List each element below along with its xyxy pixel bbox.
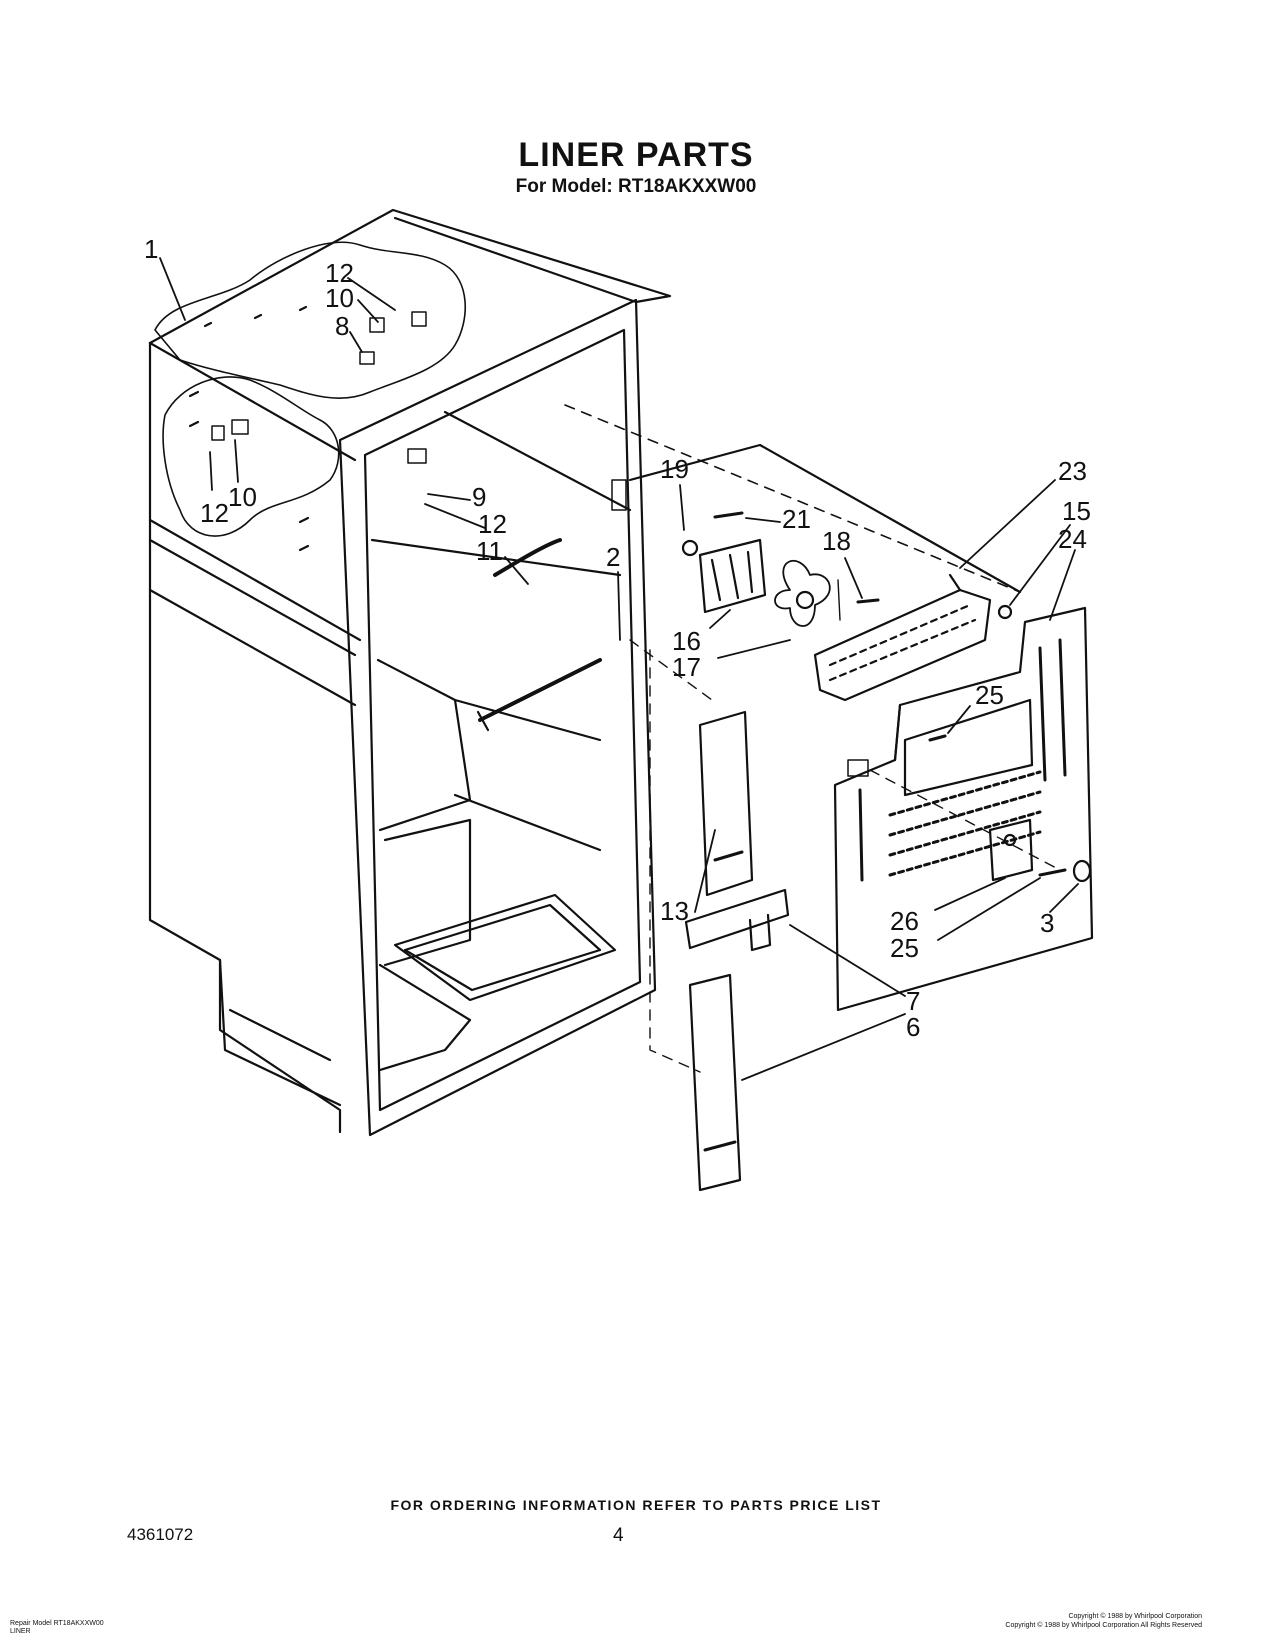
callout-3: 3 [1040,908,1054,938]
callout-2: 2 [606,542,620,572]
callout-1: 1 [144,234,158,264]
model-subtitle: For Model: RT18AKXXW00 [515,176,757,197]
callout-26: 26 [890,906,919,936]
callout-12-left: 12 [200,498,229,528]
callout-21: 21 [782,504,811,534]
callout-17: 17 [672,652,701,682]
callout-11: 11 [476,536,503,566]
callout-16: 16 [672,626,701,656]
copyright-line-2: Copyright © 1988 by Whirlpool Corporatio… [1005,1622,1202,1629]
callout-10-left: 10 [228,482,257,512]
callout-12-mid: 12 [478,509,507,539]
leader-lines [159,257,1079,1081]
liner-cabinet [148,208,672,1137]
interior-components [476,538,602,732]
callout-25-lower: 25 [890,933,919,963]
evaporator-cover-assembly [564,404,1094,1012]
fine-print-model: Repair Model RT18AKXXW00 [10,1620,104,1627]
callout-19: 19 [660,454,689,484]
document-part-number: 4361072 [127,1525,194,1544]
callout-8: 8 [335,311,349,341]
page-number: 4 [613,1525,624,1546]
callout-7: 7 [906,986,920,1016]
callout-labels: 1 12 10 8 12 10 9 12 11 2 19 21 18 16 17… [144,234,1091,1042]
copyright-notice: Copyright © 1988 by Whirlpool Corporatio… [1005,1612,1202,1630]
fine-print-left: Repair Model RT18AKXXW00 LINER [10,1620,104,1636]
callout-24: 24 [1058,524,1087,554]
callout-25-upper: 25 [975,680,1004,710]
page-title: LINER PARTS [518,136,754,174]
callout-15: 15 [1062,496,1091,526]
callout-12-top: 12 [325,258,354,288]
callout-13: 13 [660,896,689,926]
copyright-line-1: Copyright © 1988 by Whirlpool Corporatio… [1068,1613,1202,1620]
fine-print-section: LINER [10,1628,31,1635]
ordering-information-note: FOR ORDERING INFORMATION REFER TO PARTS … [390,1497,882,1513]
callout-18: 18 [822,526,851,556]
callout-23: 23 [1058,456,1087,486]
callout-9: 9 [472,482,486,512]
callout-10-top: 10 [325,283,354,313]
loose-panels [629,639,790,1192]
callout-6: 6 [906,1012,920,1042]
